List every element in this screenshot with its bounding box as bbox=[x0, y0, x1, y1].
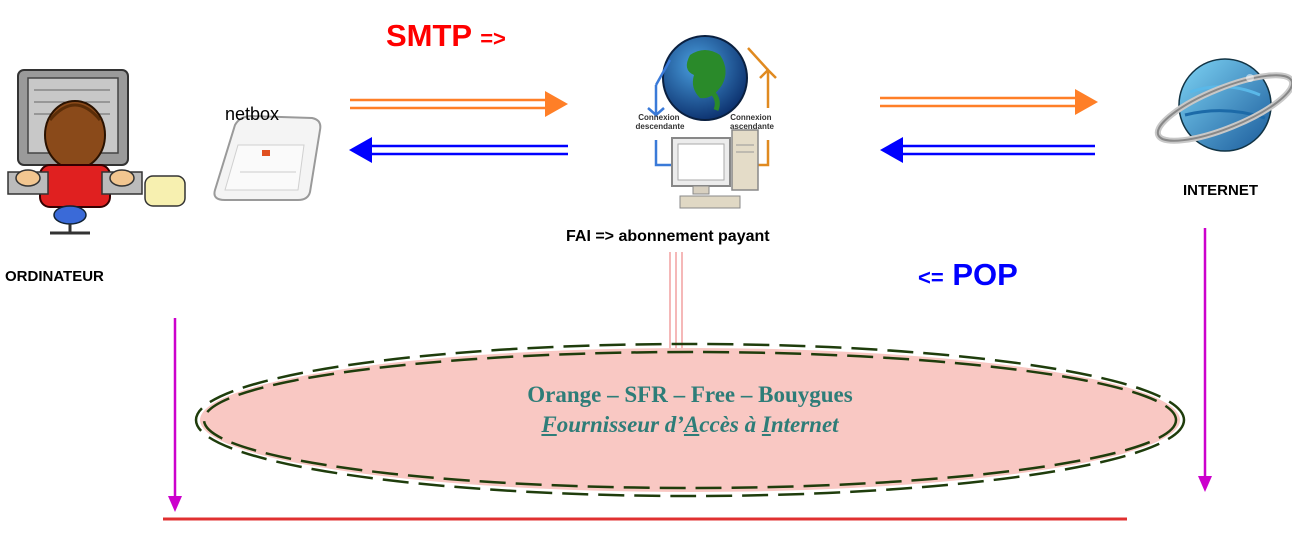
fai-globe-icon bbox=[647, 35, 777, 209]
isp-acronym-expansion: Fournisseur d’Accès à Internet bbox=[390, 410, 990, 440]
internet-planet-icon bbox=[1154, 58, 1292, 152]
isp-ellipse bbox=[194, 342, 1186, 498]
fai-ellipse-connector bbox=[669, 252, 683, 350]
pop-label: <= POP bbox=[918, 257, 1018, 293]
arrow-internet-down bbox=[1198, 228, 1212, 492]
acronym-letter-a: A bbox=[683, 412, 700, 437]
ordinateur-label: ORDINATEUR bbox=[5, 268, 104, 285]
fai-label: FAI => abonnement payant bbox=[566, 228, 770, 245]
pop-text: POP bbox=[952, 257, 1018, 292]
arrow-fai-to-internet bbox=[880, 89, 1098, 115]
pop-arrow-text: <= bbox=[918, 265, 944, 290]
smtp-text: SMTP bbox=[386, 18, 472, 53]
arrow-internet-to-fai bbox=[880, 137, 1095, 163]
isp-word-1: ournisseur d’ bbox=[556, 412, 684, 437]
isp-text-block: Orange – SFR – Free – Bouygues Fournisse… bbox=[390, 380, 990, 440]
isp-word-2: ccès à bbox=[699, 412, 762, 437]
netbox-label: netbox bbox=[225, 104, 280, 124]
isp-word-3: nternet bbox=[770, 412, 839, 437]
connexion-ascendante-label: Connexion ascendante bbox=[730, 113, 775, 131]
computer-user-icon bbox=[7, 69, 186, 235]
acronym-letter-i: I bbox=[761, 412, 771, 437]
connexion-descendante-label: Connexion descendante bbox=[636, 113, 685, 131]
arrow-router-to-fai bbox=[350, 91, 568, 117]
smtp-arrow-text: => bbox=[480, 26, 506, 51]
isp-names: Orange – SFR – Free – Bouygues bbox=[527, 382, 853, 407]
router-icon bbox=[213, 114, 322, 201]
acronym-letter-f: F bbox=[541, 412, 557, 437]
arrow-ordinateur-down bbox=[168, 318, 182, 512]
smtp-label: SMTP => bbox=[386, 18, 506, 54]
arrow-fai-to-router bbox=[349, 137, 568, 163]
internet-label: INTERNET bbox=[1183, 182, 1258, 199]
